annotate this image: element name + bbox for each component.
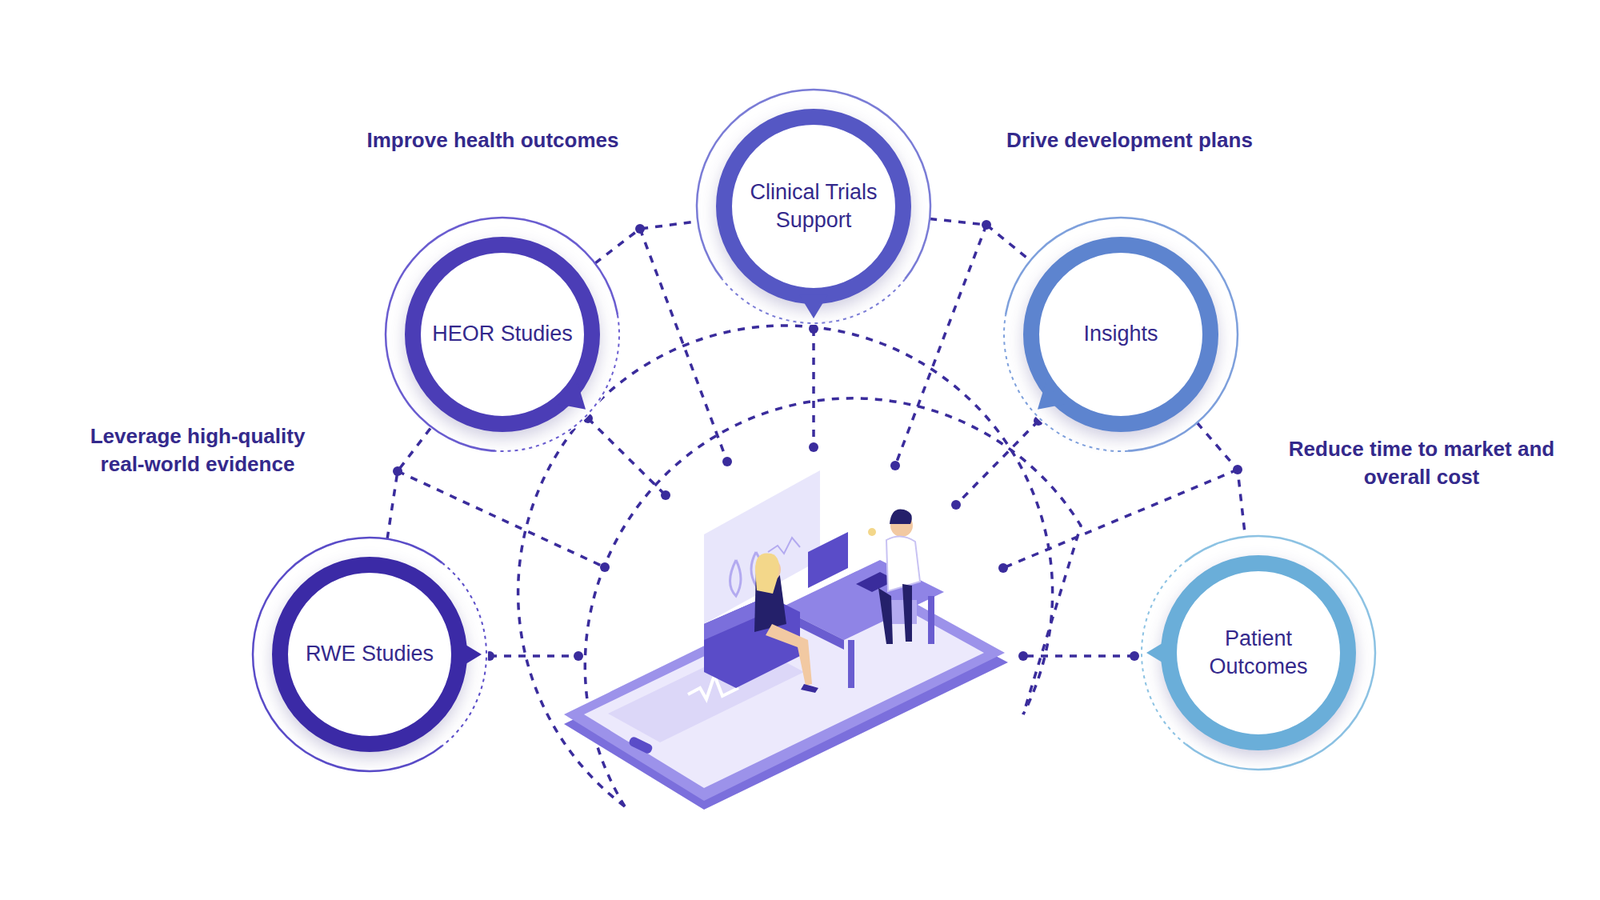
circle-node: Clinical Trials Support <box>693 86 934 327</box>
inner-fill <box>732 125 895 288</box>
node-text-wrap: Clinical Trials Support <box>693 86 934 327</box>
dashed-connector <box>595 221 698 264</box>
outer-ring <box>696 89 931 324</box>
inner-ring <box>1031 244 1211 424</box>
doctor-figure <box>868 508 920 644</box>
circle-node: Patient Outcomes <box>1138 532 1379 773</box>
inner-fill <box>288 573 451 736</box>
dashed-connector <box>929 218 1031 260</box>
node-label: Insights <box>1044 320 1197 348</box>
benefit-label: Leverage high-quality real-world evidenc… <box>65 422 330 479</box>
node-label: Patient Outcomes <box>1182 624 1335 681</box>
outer-ring <box>252 537 487 772</box>
phone <box>564 571 1008 810</box>
inner-fill <box>1040 253 1202 416</box>
inner-ring <box>412 244 592 424</box>
inner-fill <box>1177 572 1340 734</box>
node-text-wrap: Insights <box>1000 214 1241 455</box>
circle-node: Insights <box>1000 214 1241 455</box>
inner-ring <box>1168 563 1348 743</box>
connector-dot <box>635 224 645 234</box>
outer-ring <box>1141 536 1376 770</box>
benefit-label: Reduce time to market and overall cost <box>1285 435 1558 492</box>
outer-ring <box>1004 217 1238 452</box>
node-label: HEOR Studies <box>426 320 579 348</box>
node-label: Clinical Trials Support <box>737 178 890 235</box>
inner-fill <box>421 253 584 416</box>
circle-outline <box>693 86 934 327</box>
connector-dot <box>1232 464 1243 475</box>
dashed-connector <box>1196 422 1245 536</box>
circle-node: RWE Studies <box>249 534 490 775</box>
pointer <box>458 640 482 669</box>
circle-outline <box>1138 532 1379 773</box>
connector-dot <box>981 220 992 230</box>
patient-figure <box>704 552 819 693</box>
pointer <box>1146 638 1170 668</box>
inner-ring <box>724 116 904 296</box>
inner-ring <box>280 564 460 744</box>
circle-node: HEOR Studies <box>382 214 623 455</box>
outer-ring <box>385 217 620 452</box>
benefit-label: Improve health outcomes <box>324 126 661 155</box>
connector-line <box>929 218 1031 260</box>
pointer <box>799 295 828 319</box>
connector-dot <box>392 466 403 476</box>
dashed-connector <box>387 427 432 540</box>
node-text-wrap: HEOR Studies <box>382 214 623 455</box>
connector-line <box>595 221 698 264</box>
benefit-label: Drive development plans <box>961 126 1298 155</box>
node-text-wrap: RWE Studies <box>249 534 490 775</box>
connector-line <box>387 427 432 540</box>
node-text-wrap: Patient Outcomes <box>1138 532 1379 773</box>
node-label: RWE Studies <box>293 640 446 668</box>
connector-line <box>1196 422 1245 536</box>
